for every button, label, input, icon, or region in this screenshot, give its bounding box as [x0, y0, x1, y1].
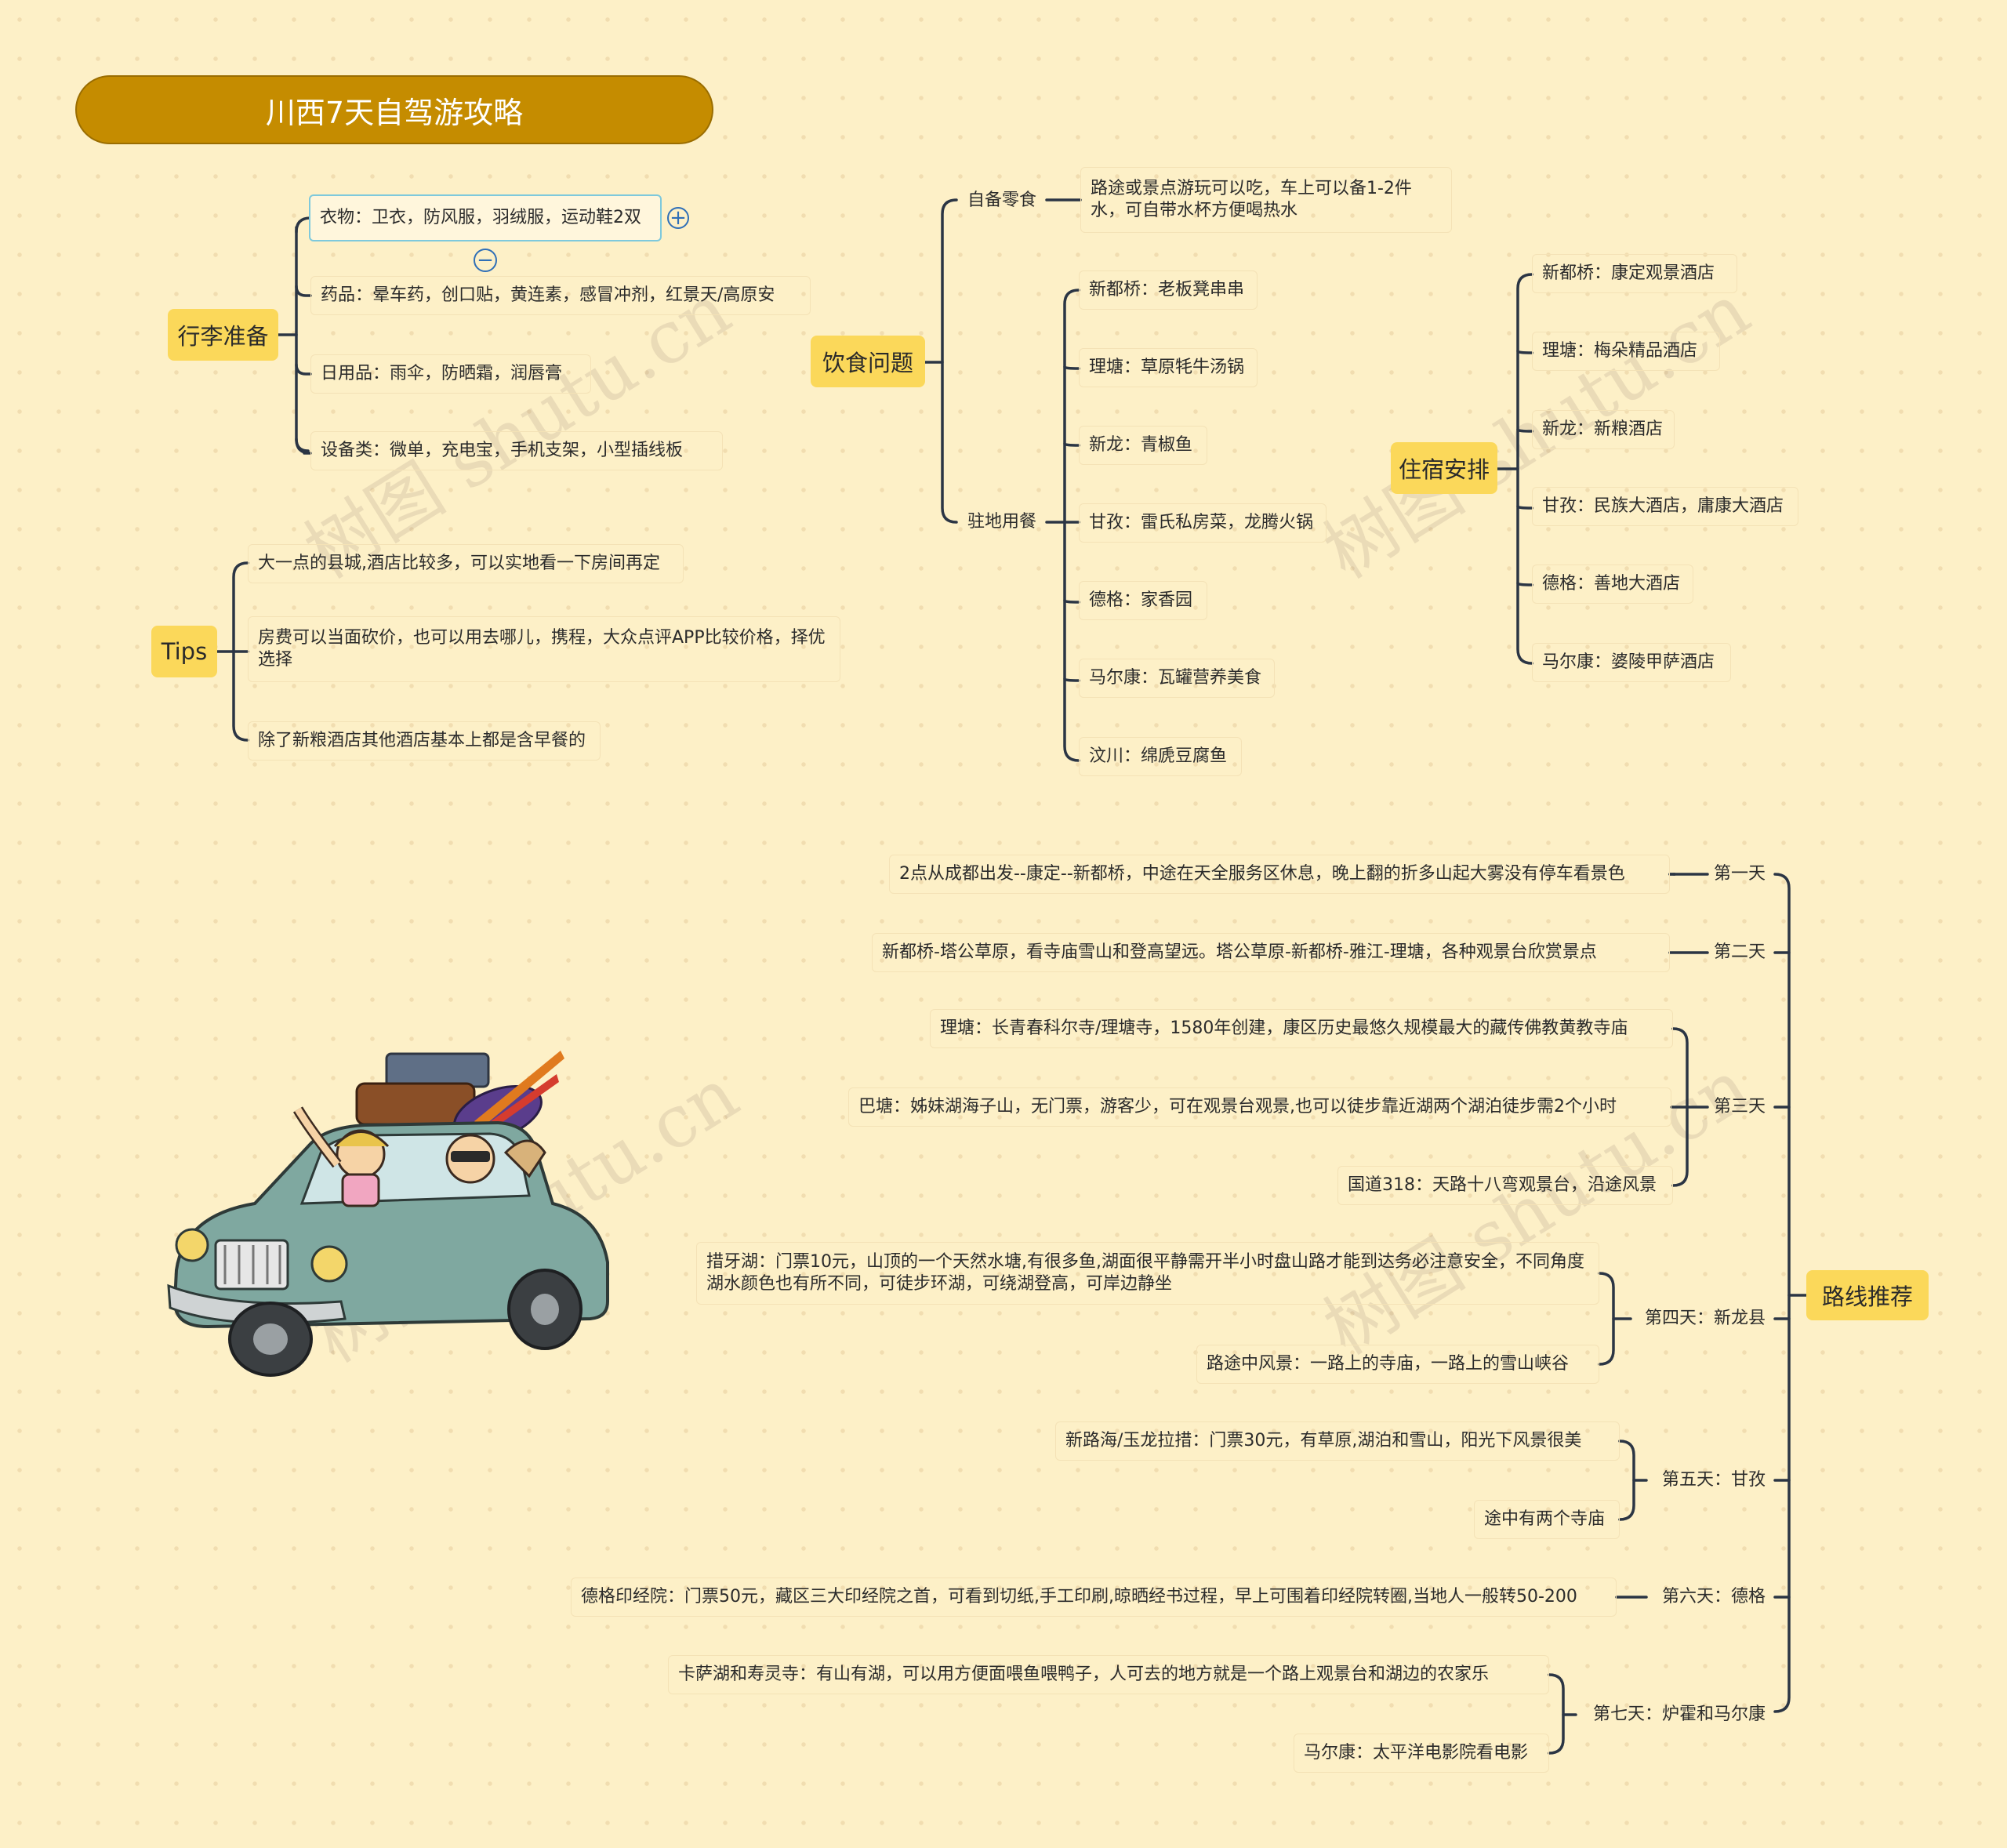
food-snacks-detail[interactable]: 路途或景点游玩可以吃，车上可以备1-2件水，可自带水杯方便喝热水: [1080, 167, 1452, 233]
route-item[interactable]: 路途中风景：一路上的寺庙，一路上的雪山峡谷: [1196, 1345, 1599, 1384]
lodging-item[interactable]: 新都桥：康定观景酒店: [1532, 254, 1737, 293]
route-item[interactable]: 2点从成都出发--康定--新都桥，中途在天全服务区休息，晚上翻的折多山起大雾没有…: [889, 855, 1670, 894]
topic-tips[interactable]: Tips: [151, 626, 217, 677]
route-item[interactable]: 马尔康：太平洋电影院看电影: [1294, 1734, 1549, 1773]
tips-item[interactable]: 房费可以当面砍价，也可以用去哪儿，携程，大众点评APP比较价格，择优选择: [248, 616, 840, 682]
plus-circle-icon[interactable]: +: [667, 207, 689, 229]
route-item[interactable]: 理塘：长青春科尔寺/理塘寺，1580年创建，康区历史最悠久规模最大的藏传佛教黄教…: [930, 1009, 1673, 1048]
car-illustration: [167, 1051, 609, 1377]
route-day-5[interactable]: 第五天：甘孜: [1661, 1470, 1766, 1490]
meal-item[interactable]: 新龙：青椒鱼: [1079, 426, 1207, 465]
route-item[interactable]: 新都桥-塔公草原，看寺庙雪山和登高望远。塔公草原-新都桥-雅江-理塘，各种观景台…: [872, 933, 1670, 972]
topic-luggage[interactable]: 行李准备: [168, 309, 278, 361]
meal-item[interactable]: 马尔康：瓦罐营养美食: [1079, 659, 1275, 698]
route-day-2[interactable]: 第二天: [1713, 942, 1766, 962]
luggage-item-medicine[interactable]: 药品：晕车药，创口贴，黄连素，感冒冲剂，红景天/高原安: [310, 276, 811, 315]
meal-item[interactable]: 德格：家香园: [1079, 581, 1207, 620]
meal-item[interactable]: 甘孜：雷氏私房菜，龙腾火锅: [1079, 503, 1327, 543]
route-item[interactable]: 卡萨湖和寿灵寺：有山有湖，可以用方便面喂鱼喂鸭子，人可去的地方就是一个路上观景台…: [668, 1655, 1549, 1694]
lodging-item[interactable]: 甘孜：民族大酒店，庸康大酒店: [1532, 487, 1798, 526]
meal-item[interactable]: 理塘：草原牦牛汤锅: [1079, 348, 1258, 387]
lodging-item[interactable]: 马尔康：婆陵甲萨酒店: [1532, 643, 1731, 682]
tips-item[interactable]: 除了新粮酒店其他酒店基本上都是含早餐的: [248, 721, 601, 761]
minus-circle-icon[interactable]: −: [474, 249, 497, 272]
route-day-7[interactable]: 第七天：炉霍和马尔康: [1592, 1705, 1766, 1724]
lodging-item[interactable]: 理塘：梅朵精品酒店: [1532, 332, 1720, 371]
map-title[interactable]: 川西7天自驾游攻略: [75, 75, 713, 144]
topic-food[interactable]: 饮食问题: [811, 336, 925, 387]
meal-item[interactable]: 汶川：绵虒豆腐鱼: [1079, 737, 1242, 776]
topic-route[interactable]: 路线推荐: [1806, 1270, 1929, 1320]
tips-item[interactable]: 大一点的县城,酒店比较多，可以实地看一下房间再定: [248, 544, 684, 583]
route-item[interactable]: 德格印经院：门票50元，藏区三大印经院之首，可看到切纸,手工印刷,晾晒经书过程，…: [571, 1578, 1617, 1617]
route-day-3[interactable]: 第三天: [1713, 1097, 1766, 1116]
food-meals[interactable]: 驻地用餐: [967, 512, 1037, 532]
luggage-item-clothes[interactable]: 衣物：卫衣，防风服，羽绒服，运动鞋2双: [309, 194, 662, 241]
route-item[interactable]: 巴塘：姊妹湖海子山，无门票，游客少，可在观景台观景,也可以徒步靠近湖两个湖泊徒步…: [848, 1087, 1671, 1127]
route-item[interactable]: 新路海/玉龙拉措：门票30元，有草原,湖泊和雪山，阳光下风景很美: [1055, 1421, 1620, 1461]
luggage-item-daily[interactable]: 日用品：雨伞，防晒霜，润唇膏: [310, 354, 591, 394]
route-day-1[interactable]: 第一天: [1713, 864, 1766, 884]
food-snacks[interactable]: 自备零食: [967, 191, 1037, 210]
lodging-item[interactable]: 新龙：新粮酒店: [1532, 410, 1675, 449]
route-day-6[interactable]: 第六天：德格: [1661, 1587, 1766, 1607]
route-item[interactable]: 措牙湖：门票10元，山顶的一个天然水塘,有很多鱼,湖面很平静需开半小时盘山路才能…: [696, 1242, 1599, 1305]
route-day-4[interactable]: 第四天：新龙县: [1644, 1309, 1766, 1328]
route-item[interactable]: 途中有两个寺庙: [1474, 1500, 1620, 1539]
route-item[interactable]: 国道318：天路十八弯观景台，沿途风景: [1337, 1166, 1673, 1205]
lodging-item[interactable]: 德格：善地大酒店: [1532, 565, 1693, 604]
meal-item[interactable]: 新都桥：老板凳串串: [1079, 270, 1258, 310]
luggage-item-devices[interactable]: 设备类：微单，充电宝，手机支架，小型插线板: [310, 431, 723, 470]
topic-lodging[interactable]: 住宿安排: [1391, 442, 1497, 494]
